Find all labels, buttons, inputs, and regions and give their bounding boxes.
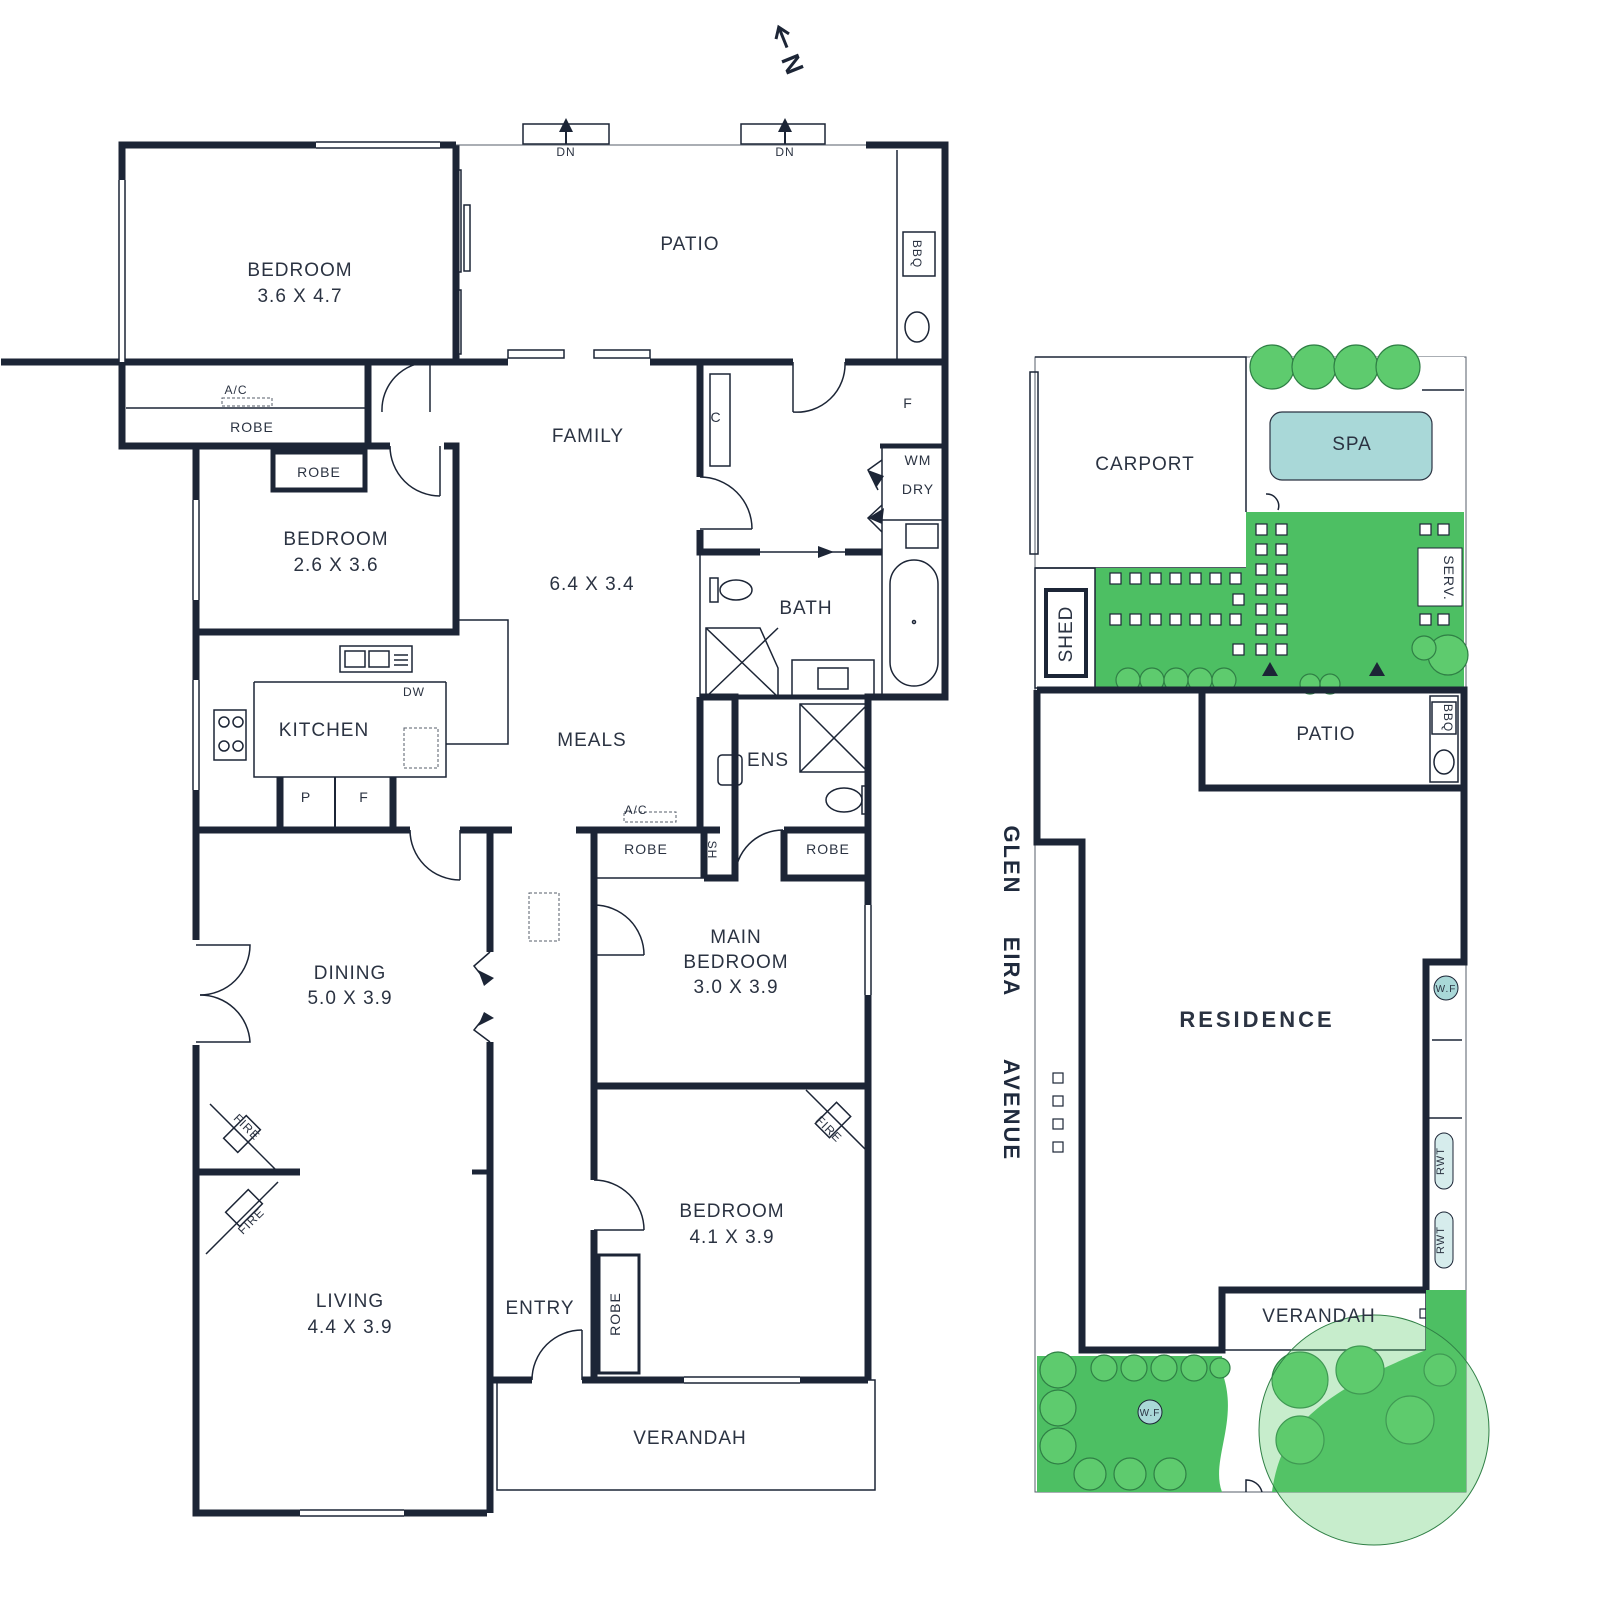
serv-label: SERV. xyxy=(1441,555,1457,600)
step-arrow-icon xyxy=(559,118,792,144)
spa-label: SPA xyxy=(1332,434,1372,455)
main-bedroom-line2: BEDROOM xyxy=(683,952,788,973)
rwt-label-2: RWT xyxy=(1435,1226,1447,1254)
fire-3: FIRE xyxy=(813,1113,845,1145)
residence-label: RESIDENCE xyxy=(1179,1007,1334,1032)
ac-mid: A/C xyxy=(624,803,647,817)
verandah-site-label: VERANDAH xyxy=(1262,1306,1376,1327)
street-avenue: AVENUE xyxy=(999,1059,1024,1161)
bedroom-nw-name: BEDROOM xyxy=(247,260,352,281)
living-name: LIVING xyxy=(316,1291,384,1312)
robe-main-right: ROBE xyxy=(806,841,850,857)
street-glen: GLEN xyxy=(999,825,1024,894)
dining-size: 5.0 X 3.9 xyxy=(307,988,392,1009)
site-plan xyxy=(1029,344,1490,1546)
meals-name: MEALS xyxy=(557,730,626,751)
main-bedroom-line1: MAIN xyxy=(710,927,762,948)
entry-name: ENTRY xyxy=(505,1298,574,1319)
dining-name: DINING xyxy=(314,963,387,984)
bedroom-se-name: BEDROOM xyxy=(679,1201,784,1222)
family-meals-size: 6.4 X 3.4 xyxy=(549,574,634,595)
sh: SH xyxy=(705,841,719,860)
carport-label: CARPORT xyxy=(1095,454,1195,475)
kitchen-fridge: F xyxy=(359,789,369,805)
bedroom-2-size: 2.6 X 3.6 xyxy=(293,555,378,576)
ac-top: A/C xyxy=(224,383,247,397)
fridge-laundry: F xyxy=(903,395,913,411)
living-size: 4.4 X 3.9 xyxy=(307,1317,392,1338)
bedroom-nw-size: 3.6 X 4.7 xyxy=(257,286,342,307)
patio-name: PATIO xyxy=(660,234,719,255)
street-eira: EIRA xyxy=(999,937,1024,998)
wm: WM xyxy=(905,452,932,468)
main-bedroom-size: 3.0 X 3.9 xyxy=(693,977,778,998)
front-trees xyxy=(1039,1314,1490,1546)
wf-label-2: W.F xyxy=(1140,1408,1161,1419)
site-plan-labels: CARPORT SPA SERV. SHED PATIO BBQ GLEN EI… xyxy=(999,434,1457,1419)
robe-se: ROBE xyxy=(607,1292,623,1336)
family-name: FAMILY xyxy=(552,426,624,447)
kitchen-dw: DW xyxy=(403,685,425,699)
patio-site-label: PATIO xyxy=(1296,724,1355,745)
floor-plan xyxy=(1,118,949,1517)
bbq-site-label: BBQ xyxy=(1441,704,1455,732)
rwt-label-1: RWT xyxy=(1435,1147,1447,1175)
patio-dn-right: DN xyxy=(775,145,794,159)
ens-name: ENS xyxy=(747,750,789,771)
patio-bbq: BBQ xyxy=(910,240,924,268)
bedroom-se-size: 4.1 X 3.9 xyxy=(689,1227,774,1248)
floor-plan-labels: BEDROOM 3.6 X 4.7 PATIO DN DN BBQ A/C RO… xyxy=(224,145,934,1449)
dry: DRY xyxy=(902,481,934,497)
verandah-name: VERANDAH xyxy=(633,1428,747,1449)
bedroom-2-name: BEDROOM xyxy=(283,529,388,550)
robe-nw: ROBE xyxy=(230,419,274,435)
patio-dn-left: DN xyxy=(556,145,575,159)
north-label: N xyxy=(775,50,810,80)
cupboard: C xyxy=(710,409,721,425)
kitchen-pantry: P xyxy=(301,789,311,805)
kitchen-name: KITCHEN xyxy=(279,720,369,741)
north-arrow-icon: N xyxy=(774,24,810,80)
wf-label-1: W.F xyxy=(1436,984,1457,995)
fire-2: FIRE xyxy=(235,1205,267,1237)
bath-name: BATH xyxy=(779,598,832,619)
robe-main-left: ROBE xyxy=(624,841,668,857)
robe-bed2: ROBE xyxy=(297,464,341,480)
pavers xyxy=(1052,523,1450,1319)
shed-label: SHED xyxy=(1056,606,1077,663)
